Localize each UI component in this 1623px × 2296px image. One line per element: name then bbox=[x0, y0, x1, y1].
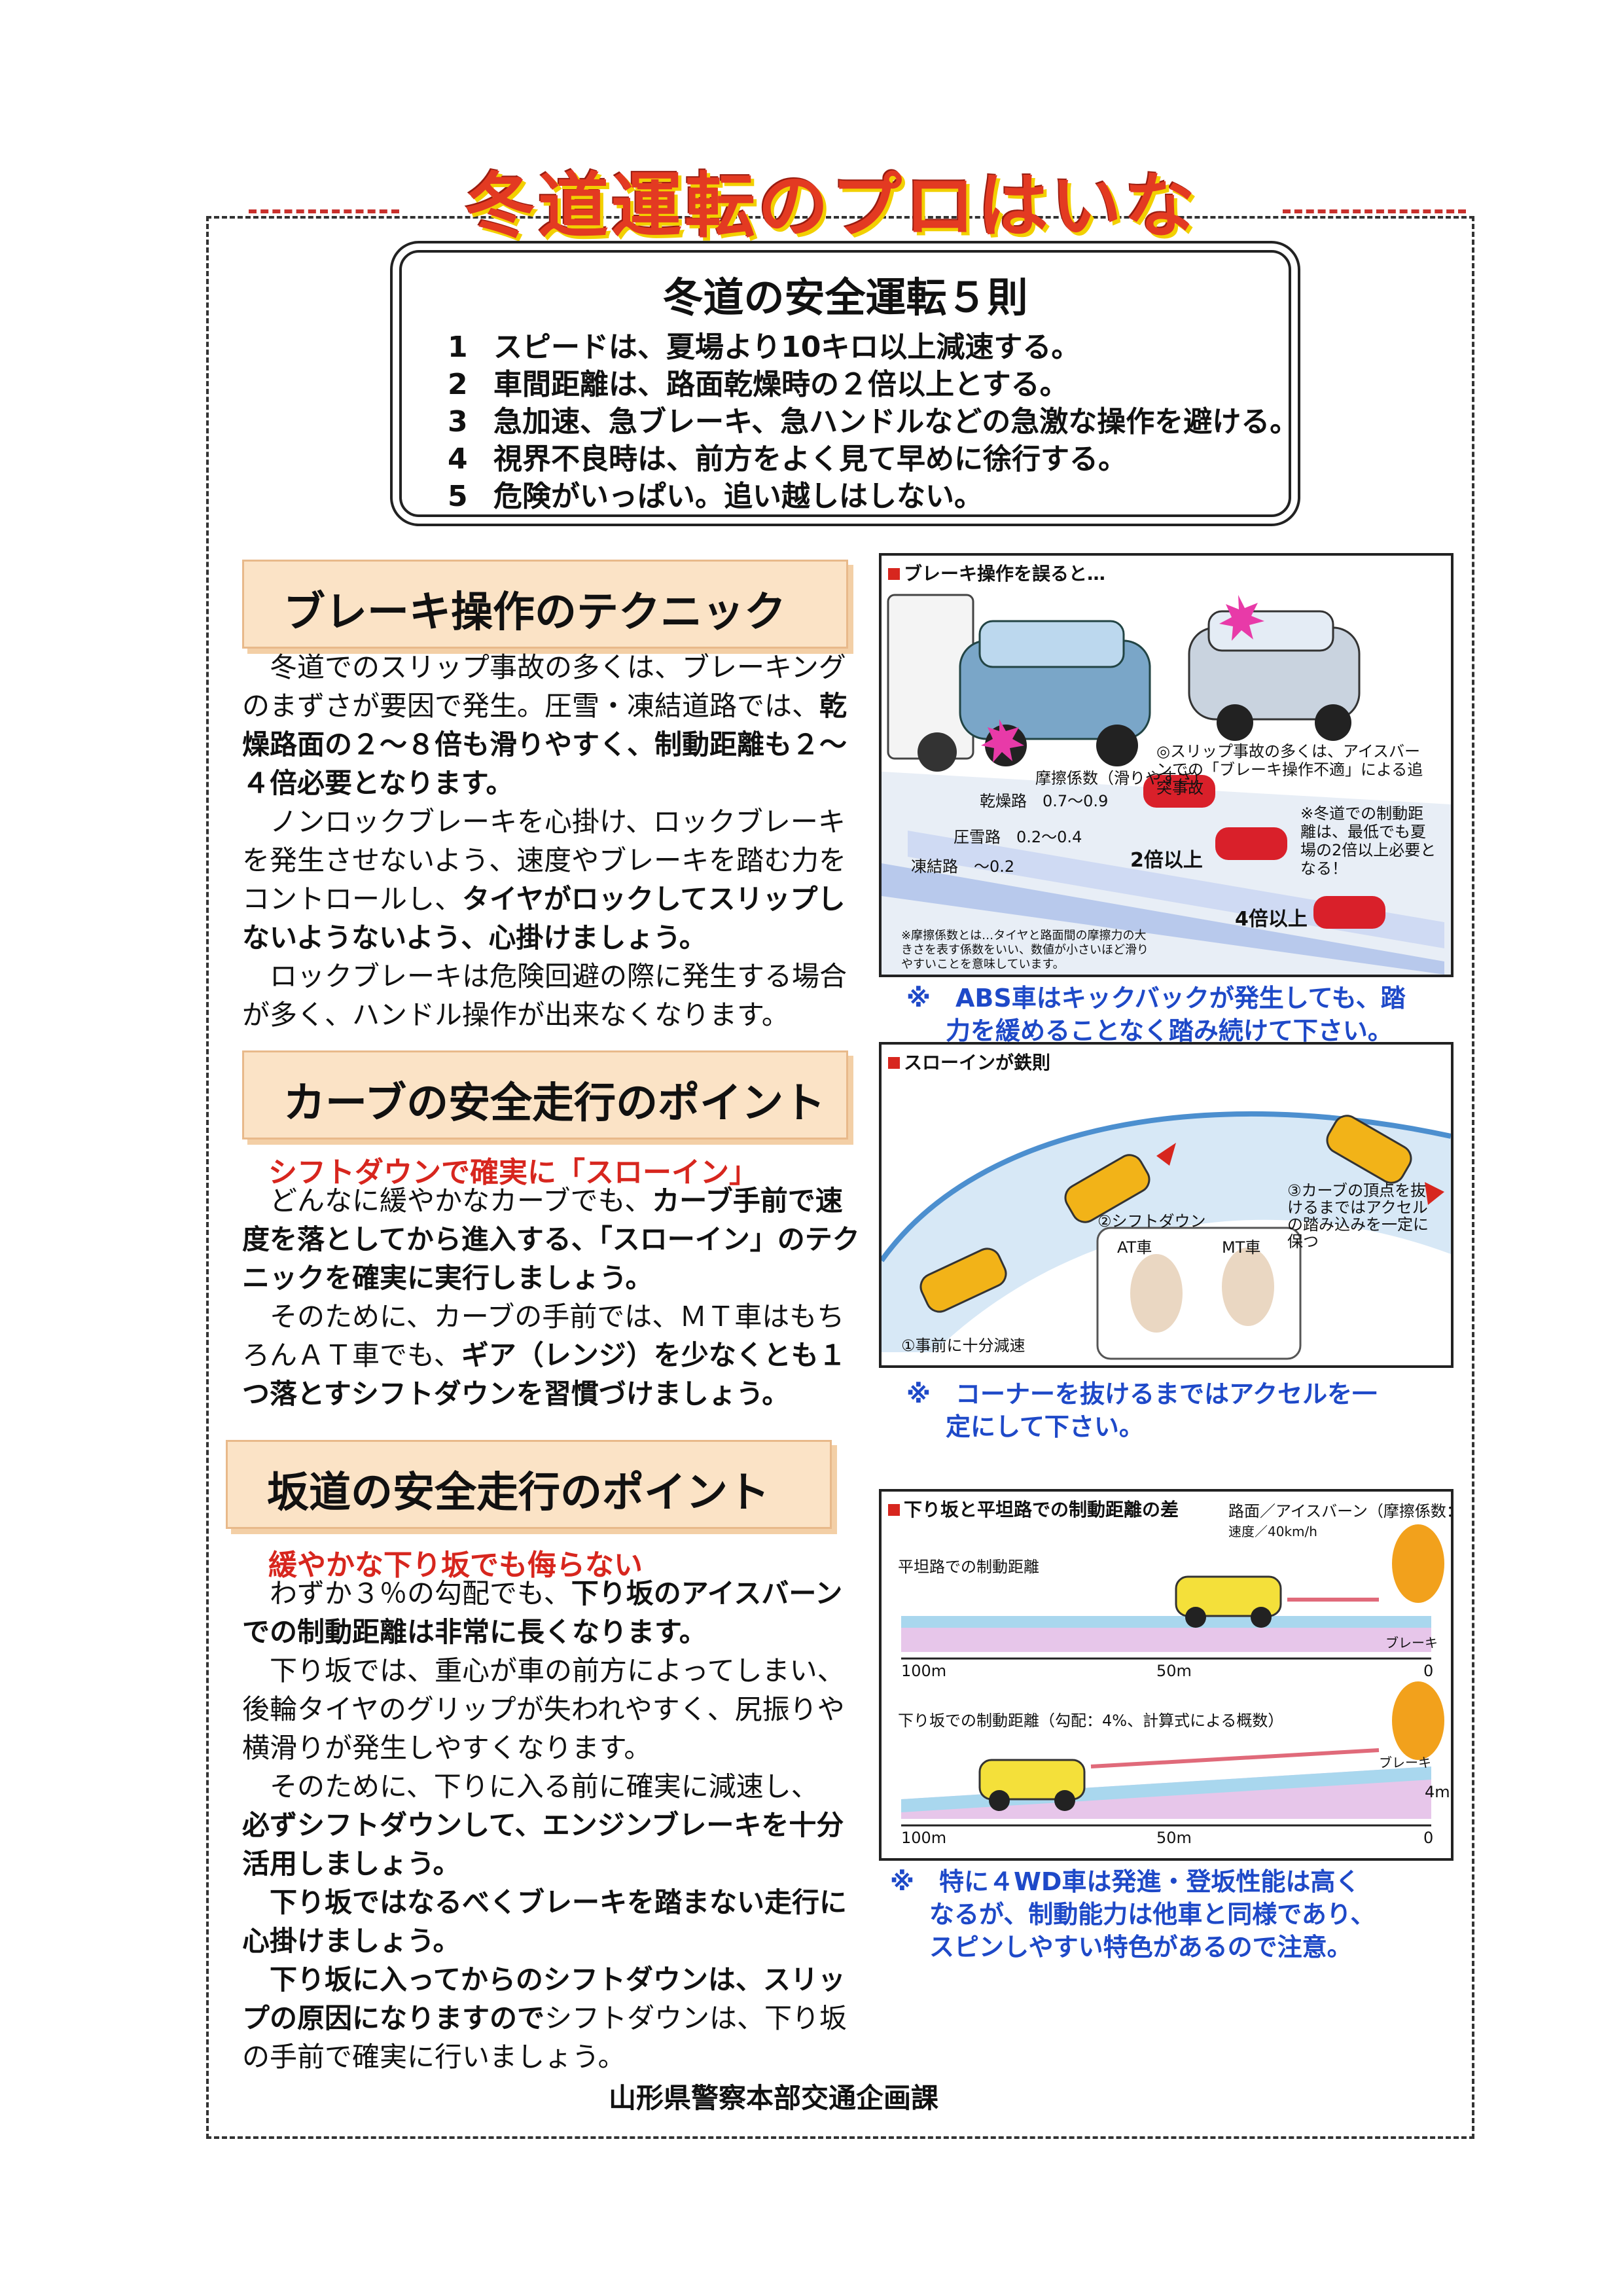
fig-tick-100b: 100m bbox=[901, 1829, 947, 1847]
fig-surface: 路面／アイスバーン（摩擦係数：0.15） bbox=[1228, 1502, 1451, 1520]
slope-banner: 坂道の安全走行のポイント bbox=[226, 1440, 832, 1529]
slope-subheading: 緩やかな下り坂でも侮らない bbox=[268, 1549, 643, 1582]
fig-friction-head: 摩擦係数（滑りやすさ） bbox=[1035, 769, 1208, 787]
fig-tick-0b: 0 bbox=[1423, 1829, 1434, 1847]
curve-body: どんなに緩やかなカーブでも、カーブ手前で速 度を落としてから進入する、「スローイ… bbox=[242, 1185, 860, 1410]
fig-4x-label: 4倍以上 bbox=[1235, 908, 1308, 931]
fig-tick-50b: 50m bbox=[1156, 1829, 1192, 1847]
fig-side-note: ※冬道での制動距離は、最低でも夏場の2倍以上必要となる！ bbox=[1300, 804, 1436, 878]
slope-banner-text: 坂道の安全走行のポイント bbox=[267, 1469, 770, 1517]
slope-figure: 下り坂と平坦路での制動距離の差 路面／アイスバーン（摩擦係数：0.15） 速度／… bbox=[879, 1489, 1454, 1861]
slope-illustration bbox=[901, 1524, 1444, 1827]
fig-footnote: ※摩擦係数とは…タイヤと路面間の摩擦力の大きさを表す係数をいい、数値が小さいほど… bbox=[901, 929, 1149, 971]
fig-ice-road: 凍結路 〜0.2 bbox=[911, 857, 1015, 876]
curve-figure: スローインが鉄則 ①事前に十分減速 ②シフトダウン ③カーブの頂点を抜けるまでは… bbox=[879, 1042, 1454, 1368]
fig-flat-label: 平坦路での制動距離 bbox=[898, 1558, 1039, 1576]
fig-at-label: AT車 bbox=[1117, 1238, 1152, 1257]
curve-banner-text: カーブの安全走行のポイント bbox=[283, 1079, 826, 1128]
fig-dry-road: 乾燥路 0.7〜0.9 bbox=[980, 792, 1109, 810]
fig-2x-label: 2倍以上 bbox=[1130, 849, 1203, 872]
fig-speed: 速度／40km/h bbox=[1228, 1524, 1317, 1539]
slope-body: わずか３％の勾配でも、下り坂のアイスバーン での制動距離は非常に長くなります。 … bbox=[242, 1577, 847, 2073]
brake-illustration bbox=[882, 594, 1451, 975]
curve-subheading: シフトダウンで確実に「スローイン」 bbox=[268, 1156, 758, 1189]
fig-tick-0: 0 bbox=[1423, 1662, 1434, 1680]
corner-note: ※ コーナーを抜けるまではアクセルを一 定にして下さい。 bbox=[906, 1380, 1378, 1441]
fig-step-2: ②シフトダウン bbox=[1097, 1212, 1206, 1230]
fig-down-label: 下り坂での制動距離（勾配：4%、計算式による概数） bbox=[898, 1712, 1284, 1730]
abs-note: ※ ABS車はキックバックが発生しても、踏 力を緩めることなく踏み続けて下さい。 bbox=[906, 984, 1406, 1045]
curve-illustration bbox=[882, 1111, 1451, 1360]
brake-figure: ブレーキ操作を誤ると… ◎スリップ事故の多くは、アイスバーンでの「ブレーキ操作不… bbox=[879, 553, 1454, 977]
page-frame bbox=[206, 216, 1474, 2139]
fig-snow-road: 圧雪路 0.2〜0.4 bbox=[954, 828, 1082, 846]
fig-caption: 下り坂と平坦路での制動距離の差 bbox=[888, 1496, 1179, 1522]
fig-mt-label: MT車 bbox=[1222, 1238, 1261, 1257]
fig-caption: スローインが鉄則 bbox=[888, 1049, 1050, 1075]
fig-brake-label: ブレーキ bbox=[1385, 1635, 1438, 1651]
fig-tick-100: 100m bbox=[901, 1662, 947, 1680]
rules-heading: 冬道の安全運転５則 bbox=[662, 274, 1028, 321]
fig-4m-label: 4m bbox=[1425, 1783, 1450, 1801]
brake-body: 冬道でのスリップ事故の多くは、ブレーキング のまずさが要因で発生。圧雪・凍結道路… bbox=[242, 651, 847, 1031]
title-dash-left bbox=[249, 209, 399, 213]
fig-step-1: ①事前に十分減速 bbox=[901, 1336, 1026, 1355]
brake-banner-text: ブレーキ操作のテクニック bbox=[283, 588, 786, 637]
fig-tick-50: 50m bbox=[1156, 1662, 1192, 1680]
fig-caption: ブレーキ操作を誤ると… bbox=[888, 560, 1105, 586]
fig-brake-label-2: ブレーキ bbox=[1379, 1755, 1431, 1770]
4wd-note: ※ 特に４WD車は発進・登坂性能は高く なるが、制動能力は他車と同様であり、 ス… bbox=[890, 1867, 1376, 1962]
fig-step-3: ③カーブの頂点を抜けるまではアクセルの踏み込みを一定に保つ bbox=[1287, 1181, 1429, 1251]
footer-organization: 山形県警察本部交通企画課 bbox=[609, 2082, 939, 2114]
curve-banner: カーブの安全走行のポイント bbox=[242, 1050, 848, 1139]
title-dash-right bbox=[1283, 209, 1466, 213]
brake-banner: ブレーキ操作のテクニック bbox=[242, 560, 848, 649]
fig-accident-note: ◎スリップ事故の多くは、アイスバーンでの「ブレーキ操作不適」による追突事故 bbox=[1156, 742, 1423, 797]
